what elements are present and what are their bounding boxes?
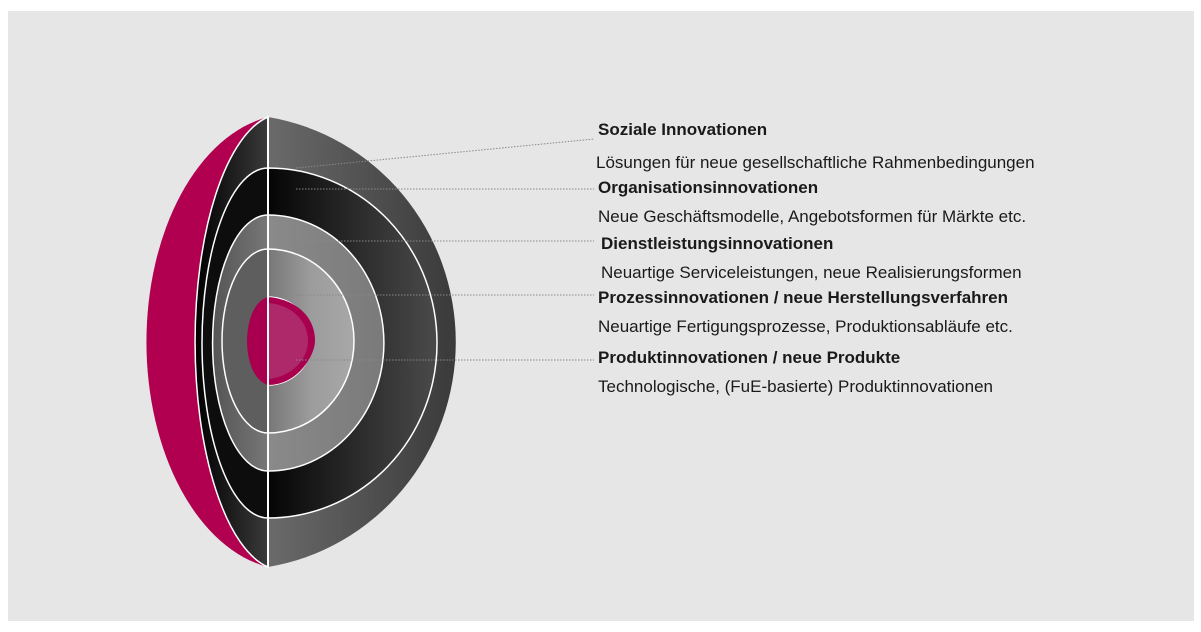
label-dienstleistung: Dienstleistungsinnovationen Neuartige Se… xyxy=(601,233,1022,284)
diagram-panel: Soziale Innovationen Lösungen für neue g… xyxy=(8,11,1194,621)
label-prozess: Prozessinnovationen / neue Herstellungsv… xyxy=(598,287,1013,338)
layer-desc: Technologische, (FuE-basierte) Produktin… xyxy=(598,377,994,396)
leader-line-soziale xyxy=(295,138,595,169)
layer-desc: Neuartige Fertigungsprozesse, Produktion… xyxy=(598,317,1013,336)
layer-title: Organisationsinnovationen xyxy=(598,178,819,197)
desc-soziale: Lösungen für neue gesellschaftliche Rahm… xyxy=(596,152,1035,174)
core-highlight xyxy=(268,303,308,379)
layer-desc: Neue Geschäftsmodelle, Angebotsformen fü… xyxy=(598,207,1027,226)
label-organisation: Organisationsinnovationen Neue Geschäfts… xyxy=(598,177,1026,228)
label-soziale: Soziale Innovationen xyxy=(598,119,767,141)
layer-title: Produktinnovationen / neue Produkte xyxy=(598,348,901,367)
layer-desc: Lösungen für neue gesellschaftliche Rahm… xyxy=(596,153,1035,172)
label-produkt: Produktinnovationen / neue Produkte Tech… xyxy=(598,347,993,398)
layer-prozess-left xyxy=(221,248,269,434)
layer-title: Dienstleistungsinnovationen xyxy=(601,234,834,253)
innovation-sphere-diagram xyxy=(146,115,595,569)
layer-desc: Neuartige Serviceleistungen, neue Realis… xyxy=(601,263,1022,282)
layer-title: Soziale Innovationen xyxy=(598,120,768,139)
layer-title: Prozessinnovationen / neue Herstellungsv… xyxy=(598,288,1009,307)
